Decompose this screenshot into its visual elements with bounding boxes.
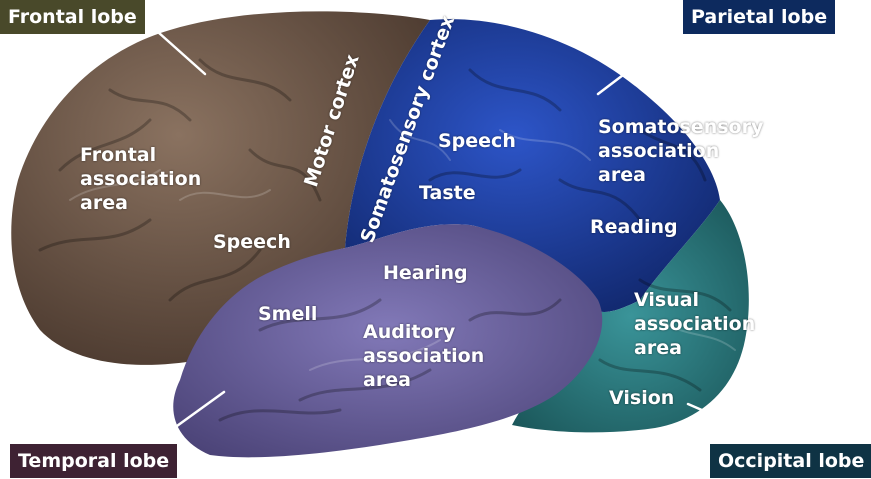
auditory-association-line-3: area: [363, 369, 411, 391]
visual-association-label: Visual association area: [634, 288, 755, 360]
parietal-lobe-tag: Parietal lobe: [683, 0, 836, 34]
speech-parietal-label: Speech: [438, 130, 516, 152]
parietal-lobe-pointer: [596, 26, 687, 96]
smell-label: Smell: [258, 303, 318, 325]
frontal-lobe-pointer: [138, 14, 207, 76]
frontal-association-label: Frontal association area: [80, 143, 201, 215]
frontal-association-line-2: association: [80, 168, 202, 190]
auditory-association-line-2: association: [363, 345, 485, 367]
occipital-lobe-pointer: [686, 402, 782, 446]
speech-frontal-label: Speech: [213, 231, 291, 253]
visual-association-line-2: association: [634, 313, 756, 335]
somatosensory-association-line-1: Somatosensory: [598, 116, 764, 138]
reading-label: Reading: [590, 216, 678, 238]
temporal-lobe-pointer: [150, 390, 226, 446]
auditory-association-line-1: Auditory: [363, 321, 456, 343]
vision-label: Vision: [609, 387, 675, 409]
somatosensory-association-line-3: area: [598, 164, 646, 186]
taste-label: Taste: [419, 182, 476, 204]
somatosensory-association-line-2: association: [598, 140, 720, 162]
frontal-association-line-1: Frontal: [80, 144, 157, 166]
hearing-label: Hearing: [383, 262, 468, 284]
temporal-lobe-tag: Temporal lobe: [10, 444, 178, 478]
visual-association-line-1: Visual: [634, 289, 700, 311]
parietal-lobe-region: [345, 19, 720, 312]
somatosensory-association-label: Somatosensory association area: [598, 115, 763, 187]
auditory-association-label: Auditory association area: [363, 320, 484, 392]
frontal-association-line-3: area: [80, 192, 128, 214]
occipital-lobe-tag: Occipital lobe: [710, 444, 871, 478]
frontal-lobe-region: [11, 11, 430, 365]
visual-association-line-3: area: [634, 337, 682, 359]
frontal-lobe-tag: Frontal lobe: [0, 0, 145, 34]
temporal-lobe-region: [173, 224, 603, 458]
